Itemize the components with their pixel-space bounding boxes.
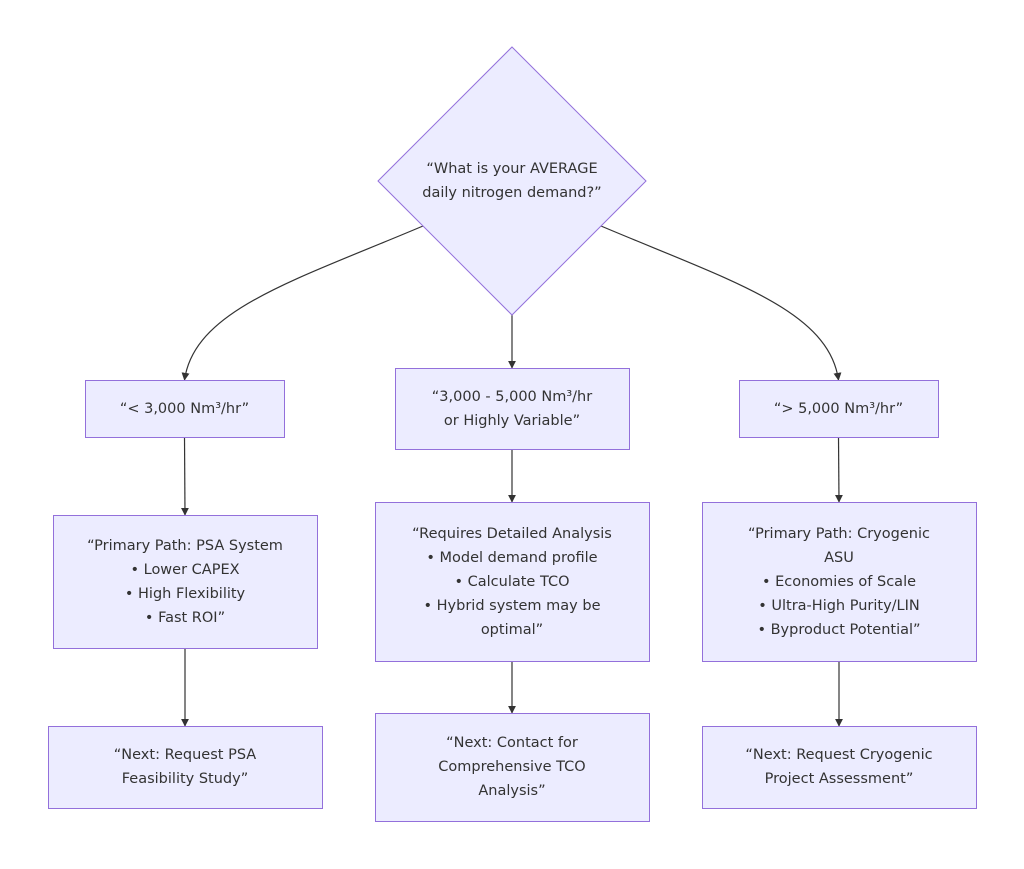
- path-node-high-text-line: “Primary Path: Cryogenic: [748, 525, 930, 542]
- next-node-mid-text-line: Analysis”: [478, 783, 546, 799]
- path-node-mid-text-line: optimal”: [480, 621, 544, 638]
- range-node-low-text-line: “< 3,000 Nm³/hr”: [119, 400, 250, 417]
- decision-node-text: “What is your AVERAGE daily nitrogen dema…: [422, 157, 601, 205]
- next-node-low-text: “Next: Request PSA Feasibility Study”: [114, 743, 256, 791]
- edge-demand-question-to-low-range: [181, 225, 424, 381]
- path-node-low-text: “Primary Path: PSA System • Lower CAPEX • …: [87, 534, 283, 630]
- range-node-high-text: “> 5,000 Nm³/hr”: [774, 397, 903, 421]
- next-node-mid: [375, 713, 650, 822]
- path-node-low-label: “Primary Path: PSA System • Lower CAPEX • …: [53, 515, 317, 648]
- range-node-low: [85, 380, 285, 438]
- path-node-low-text-line: • Fast ROI”: [144, 609, 226, 626]
- next-node-high-text-line: “Next: Request Cryogenic: [745, 747, 933, 763]
- range-node-high: [739, 380, 939, 438]
- path-node-high: [702, 502, 977, 662]
- path-node-mid: [375, 502, 650, 662]
- range-node-mid-text-line: “3,000 - 5,000 Nm³/hr: [431, 388, 593, 405]
- path-node-mid-text-line: “Requires Detailed Analysis: [412, 525, 612, 542]
- decision-node-demand-question: [377, 46, 647, 316]
- path-node-low-text-line: • High Flexibility: [124, 585, 246, 602]
- path-node-low-text-line: “Primary Path: PSA System: [87, 537, 283, 554]
- range-node-low-label: “< 3,000 Nm³/hr”: [85, 380, 284, 437]
- path-node-mid-text-line: • Hybrid system may be: [423, 597, 601, 614]
- path-node-mid-text-line: • Calculate TCO: [454, 573, 570, 590]
- range-node-mid-text: “3,000 - 5,000 Nm³/hr or Highly Variable”: [432, 385, 592, 433]
- next-node-mid-text-line: “Next: Contact for: [446, 735, 578, 751]
- path-node-low: [53, 515, 318, 649]
- path-node-low-text-line: • Lower CAPEX: [130, 561, 240, 578]
- path-node-mid-label: “Requires Detailed Analysis • Model deman…: [375, 502, 649, 661]
- edge-demand-question-to-high-range: [600, 225, 842, 381]
- decision-node-label: “What is your AVERAGE daily nitrogen dema…: [392, 151, 632, 211]
- decision-node-text-line: daily nitrogen demand?”: [422, 185, 602, 201]
- next-node-mid-text-line: Comprehensive TCO: [438, 759, 586, 775]
- path-node-high-text-line: ASU: [824, 549, 854, 566]
- edge-low-range-to-low-path: [180, 436, 189, 516]
- range-node-high-label: “> 5,000 Nm³/hr”: [739, 380, 938, 437]
- range-node-high-text-line: “> 5,000 Nm³/hr”: [773, 400, 904, 417]
- path-node-high-text-line: • Byproduct Potential”: [757, 621, 921, 638]
- path-node-mid-text: “Requires Detailed Analysis • Model deman…: [412, 522, 612, 642]
- path-node-high-text-line: • Ultra-High Purity/LIN: [758, 597, 920, 614]
- edge-high-range-to-high-path: [834, 436, 843, 503]
- next-node-high: [702, 726, 977, 809]
- edges: [180, 225, 843, 727]
- next-node-high-text-line: Project Assessment”: [764, 771, 914, 787]
- next-node-low-text-line: “Next: Request PSA: [113, 747, 257, 763]
- path-node-high-text-line: • Economies of Scale: [761, 573, 917, 590]
- next-node-low: [48, 726, 323, 809]
- range-node-mid-text-line: or Highly Variable”: [443, 412, 581, 429]
- path-node-mid-text-line: • Model demand profile: [426, 549, 598, 566]
- next-node-low-text-line: Feasibility Study”: [121, 771, 249, 787]
- decision-node-text-line: “What is your AVERAGE: [426, 161, 598, 177]
- next-node-low-label: “Next: Request PSA Feasibility Study”: [48, 726, 322, 808]
- range-node-mid: [395, 368, 630, 450]
- nodes: [48, 46, 977, 822]
- range-node-mid-label: “3,000 - 5,000 Nm³/hr or Highly Variable”: [395, 368, 629, 449]
- range-node-low-text: “< 3,000 Nm³/hr”: [120, 397, 249, 421]
